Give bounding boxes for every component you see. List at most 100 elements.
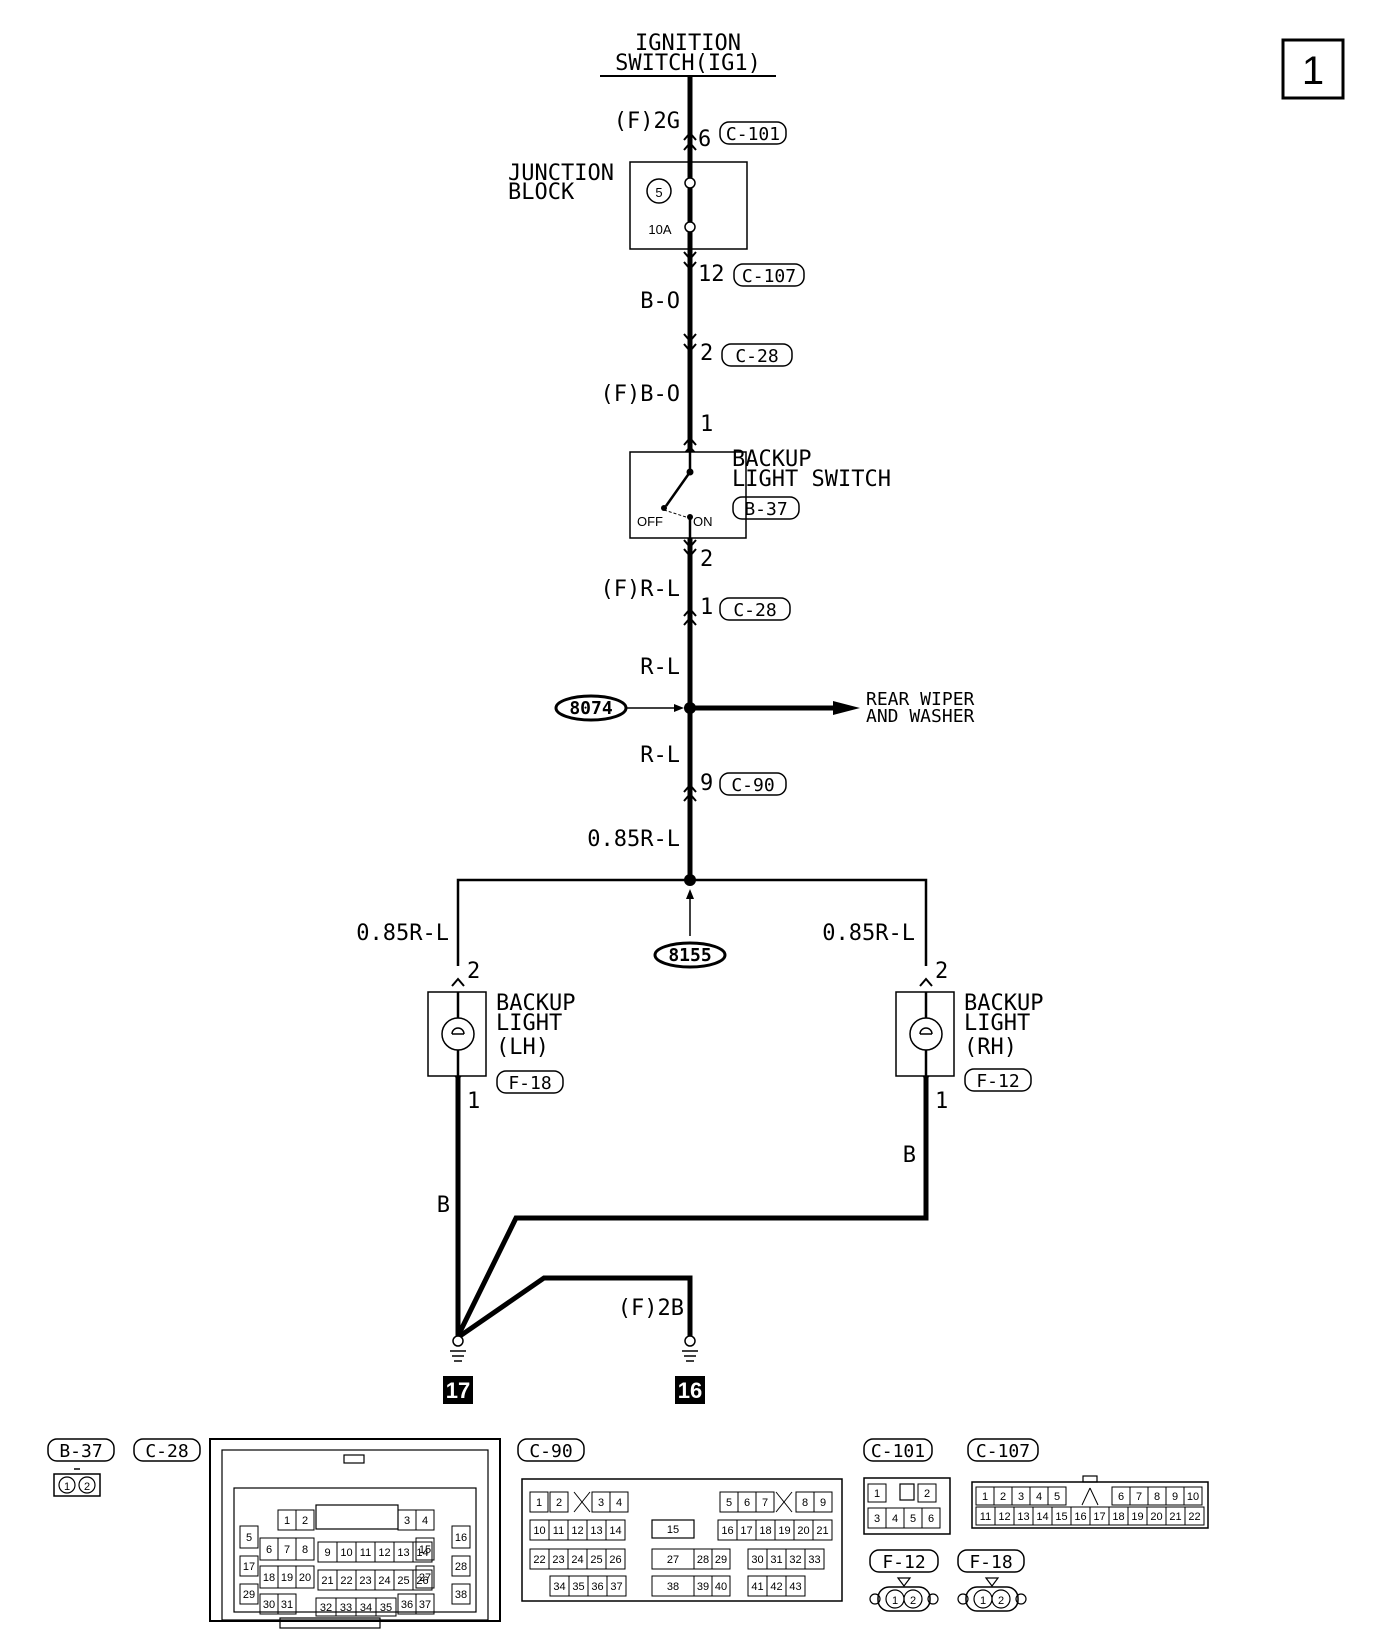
c107-pin-13: 13 xyxy=(1017,1511,1029,1523)
pin-cell xyxy=(415,1537,435,1561)
wire-b-right: B xyxy=(903,1143,916,1168)
view-c90-label: C-90 xyxy=(529,1441,572,1462)
view-c107 xyxy=(971,1475,1209,1529)
lamp-lh-side: (LH) xyxy=(496,1035,549,1060)
view-c28 xyxy=(209,1438,501,1629)
pin-cell xyxy=(295,1537,315,1561)
view-b37-label: B-37 xyxy=(59,1441,102,1462)
c90-pin-22: 22 xyxy=(533,1554,545,1566)
pin-cell xyxy=(277,1593,297,1615)
splice-8155-label: 8155 xyxy=(668,945,711,966)
ground-16-badge xyxy=(675,1376,705,1404)
c28-pin-12: 12 xyxy=(378,1547,390,1559)
c90-pin-6: 6 xyxy=(744,1497,750,1509)
c90-pin-21: 21 xyxy=(816,1525,828,1537)
c28-pin-24: 24 xyxy=(378,1575,390,1587)
view-b37-pin-2: 2 xyxy=(84,1481,90,1493)
switch-subtitle: LIGHT SWITCH xyxy=(732,467,891,492)
view-c28-label: C-28 xyxy=(145,1441,188,1462)
switch-title: BACKUP xyxy=(732,447,811,472)
connector-f18: F-18 xyxy=(508,1073,551,1094)
c90-pin-39: 39 xyxy=(697,1581,709,1593)
page-number: 1 xyxy=(1302,49,1324,93)
pin-cell xyxy=(549,1491,569,1513)
c101-pin-5: 5 xyxy=(910,1513,916,1525)
backup-light-lh xyxy=(427,991,487,1077)
pin-cell xyxy=(651,1519,695,1539)
pin-rh-bot: 1 xyxy=(935,1089,948,1114)
connector-c28-b: C-28 xyxy=(733,600,776,621)
view-f12-pin-1: 1 xyxy=(892,1595,898,1607)
pin-cell xyxy=(375,1597,397,1617)
connector-b37: B-37 xyxy=(744,499,787,520)
c107-pin-18: 18 xyxy=(1112,1511,1124,1523)
pin-lh-top: 2 xyxy=(467,959,480,984)
pin-cell xyxy=(239,1525,259,1549)
b37-pill xyxy=(732,496,800,520)
lamp-rh-side: (RH) xyxy=(964,1035,1017,1060)
c107-pin-11: 11 xyxy=(980,1511,991,1523)
view-c101-pill xyxy=(863,1438,933,1462)
pin-cell xyxy=(605,1519,626,1541)
pin-cell xyxy=(415,1509,435,1531)
view-b37-pin-1: 1 xyxy=(64,1481,70,1493)
ground-16: 16 xyxy=(678,1378,702,1403)
switch-off: OFF xyxy=(637,514,663,529)
c90-pin-43: 43 xyxy=(789,1581,801,1593)
f12-pill xyxy=(964,1068,1032,1092)
c90-pin-30: 30 xyxy=(751,1554,763,1566)
c90-pin-11: 11 xyxy=(553,1525,564,1537)
c28-pin-8: 8 xyxy=(302,1544,308,1556)
c90-pin-9: 9 xyxy=(820,1497,826,1509)
pin-cell xyxy=(415,1565,435,1589)
wire-left-085: 0.85R-L xyxy=(356,921,449,946)
switch-on: ON xyxy=(693,514,713,529)
pin-cell xyxy=(412,1569,433,1591)
page-number-box: 1 xyxy=(1281,38,1345,100)
c28-pin-23: 23 xyxy=(359,1575,371,1587)
c28-pin-14: 14 xyxy=(416,1547,428,1559)
connector-f12: F-12 xyxy=(976,1071,1019,1092)
c28-pin-1: 1 xyxy=(284,1515,290,1527)
c28-pin-11: 11 xyxy=(360,1547,371,1559)
c90-pin-28: 28 xyxy=(697,1554,709,1566)
c28-pin-3: 3 xyxy=(404,1515,410,1527)
wire-f2g: (F)2G xyxy=(614,109,680,134)
switch-blade xyxy=(664,471,692,507)
c28-pin-22: 22 xyxy=(340,1575,352,1587)
c107-pin-6: 6 xyxy=(1118,1491,1124,1503)
c107-pin-7: 7 xyxy=(1136,1491,1142,1503)
c28-pin-5: 5 xyxy=(246,1532,252,1544)
pin-switch-out: 2 xyxy=(700,547,713,572)
c101-pill xyxy=(719,121,787,145)
splice-8074-label: 8074 xyxy=(569,698,613,719)
lamp-rh-subtitle: LIGHT xyxy=(964,1011,1030,1036)
c28-pin-18: 18 xyxy=(263,1572,275,1584)
pin-c107: 12 xyxy=(698,262,725,287)
c90-pin-8: 8 xyxy=(802,1497,808,1509)
ground-17: 17 xyxy=(446,1378,470,1403)
pin-cell xyxy=(867,1483,887,1503)
c28-pin-2: 2 xyxy=(302,1515,308,1527)
rear-branch-arrow xyxy=(833,701,860,715)
c90-pin-2: 2 xyxy=(556,1497,562,1509)
pin-cell xyxy=(529,1491,549,1513)
view-f18: 1 2 xyxy=(957,1577,1027,1612)
c90-pin-1: 1 xyxy=(536,1497,542,1509)
c90-pin-18: 18 xyxy=(759,1525,771,1537)
wire-right-085: 0.85R-L xyxy=(822,921,915,946)
wire-f-b-o: (F)B-O xyxy=(601,382,680,407)
lamp-lh-subtitle: LIGHT xyxy=(496,1011,562,1036)
wire-b-o: B-O xyxy=(640,289,680,314)
view-f18-pill xyxy=(957,1549,1025,1573)
c107-pin-3: 3 xyxy=(1018,1491,1024,1503)
c28-pin-26: 26 xyxy=(416,1575,428,1587)
c101-pin-2: 2 xyxy=(924,1488,930,1500)
lamp-lh-title: BACKUP xyxy=(496,991,575,1016)
c28-pin-9: 9 xyxy=(324,1547,330,1559)
c107-pin-4: 4 xyxy=(1036,1491,1042,1503)
pin-cell xyxy=(415,1593,435,1615)
c90-pin-33: 33 xyxy=(808,1554,820,1566)
c28-pin-27: 27 xyxy=(419,1572,431,1584)
